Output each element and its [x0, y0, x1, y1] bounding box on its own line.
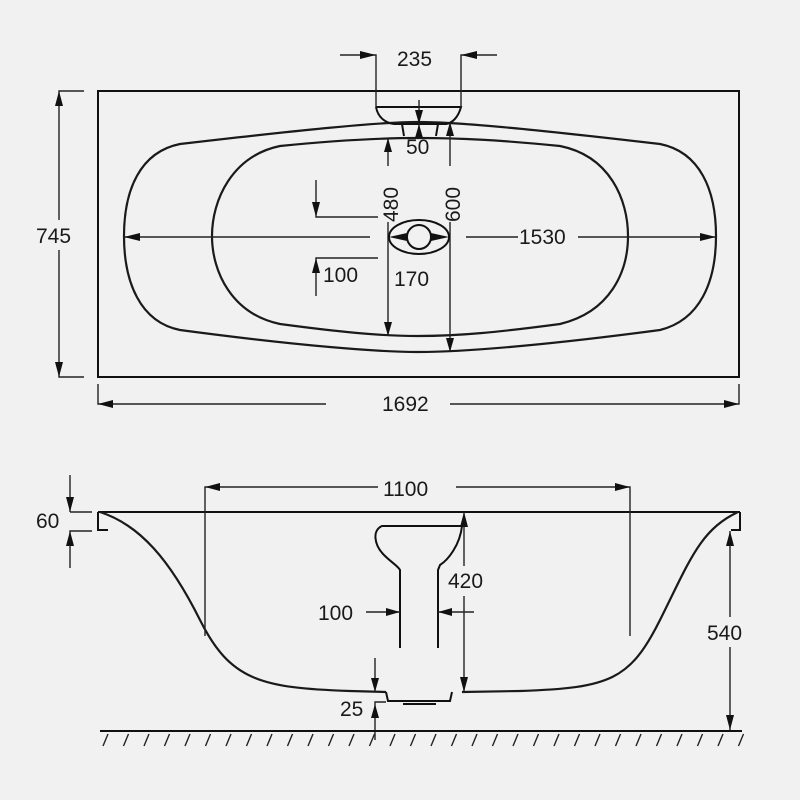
bath-side-profile — [99, 510, 739, 694]
dim-label-100-side: 100 — [318, 602, 353, 625]
dim-pipe-width: 100 — [318, 602, 474, 625]
dim-inner-length: 1530 — [124, 226, 716, 249]
dim-label-1692: 1692 — [382, 393, 429, 416]
dim-internal-depth: 420 — [448, 512, 492, 692]
dim-label-100-top: 100 — [323, 264, 358, 287]
dim-label-50: 50 — [406, 136, 429, 159]
dim-tap-deck-width: 235 — [340, 48, 497, 107]
dim-label-25: 25 — [340, 698, 363, 721]
dim-label-235: 235 — [397, 48, 432, 71]
dim-waste-480: 480 — [376, 138, 403, 336]
dim-overall-height: 540 — [706, 531, 754, 730]
dim-overall-width: 745 — [36, 90, 84, 378]
bath-inner-bowl-outline — [210, 136, 630, 338]
dim-tap-deck-depth: 50 — [406, 100, 429, 159]
floor-line — [100, 730, 745, 747]
dim-label-745: 745 — [36, 225, 71, 248]
waste-outlet — [385, 691, 453, 702]
top-view: 235 50 480 600 — [36, 48, 740, 418]
tap-deck — [375, 106, 463, 137]
bath-outer-bowl-outline — [122, 120, 718, 354]
dim-waste-600: 600 — [438, 122, 465, 352]
dim-label-170: 170 — [394, 268, 429, 291]
dim-label-1100: 1100 — [383, 478, 428, 501]
dim-floor-length: 1100 — [204, 476, 631, 636]
dim-waste-tolerance: 100 — [312, 180, 378, 296]
dim-label-480: 480 — [380, 187, 403, 222]
dim-waste-clearance: 25 — [340, 658, 386, 740]
waste-drain-top — [388, 219, 450, 255]
dim-label-600: 600 — [442, 187, 465, 222]
dim-label-1530: 1530 — [519, 226, 566, 249]
dim-overall-length: 1692 — [97, 384, 740, 418]
dim-label-540: 540 — [707, 622, 742, 645]
side-view: 1100 60 420 100 — [36, 475, 754, 747]
dim-label-420: 420 — [448, 570, 483, 593]
dim-label-60: 60 — [36, 510, 59, 533]
overflow-pipe — [374, 525, 464, 648]
bath-outer-rim — [97, 90, 740, 378]
dim-rim-thickness: 60 — [36, 475, 92, 568]
